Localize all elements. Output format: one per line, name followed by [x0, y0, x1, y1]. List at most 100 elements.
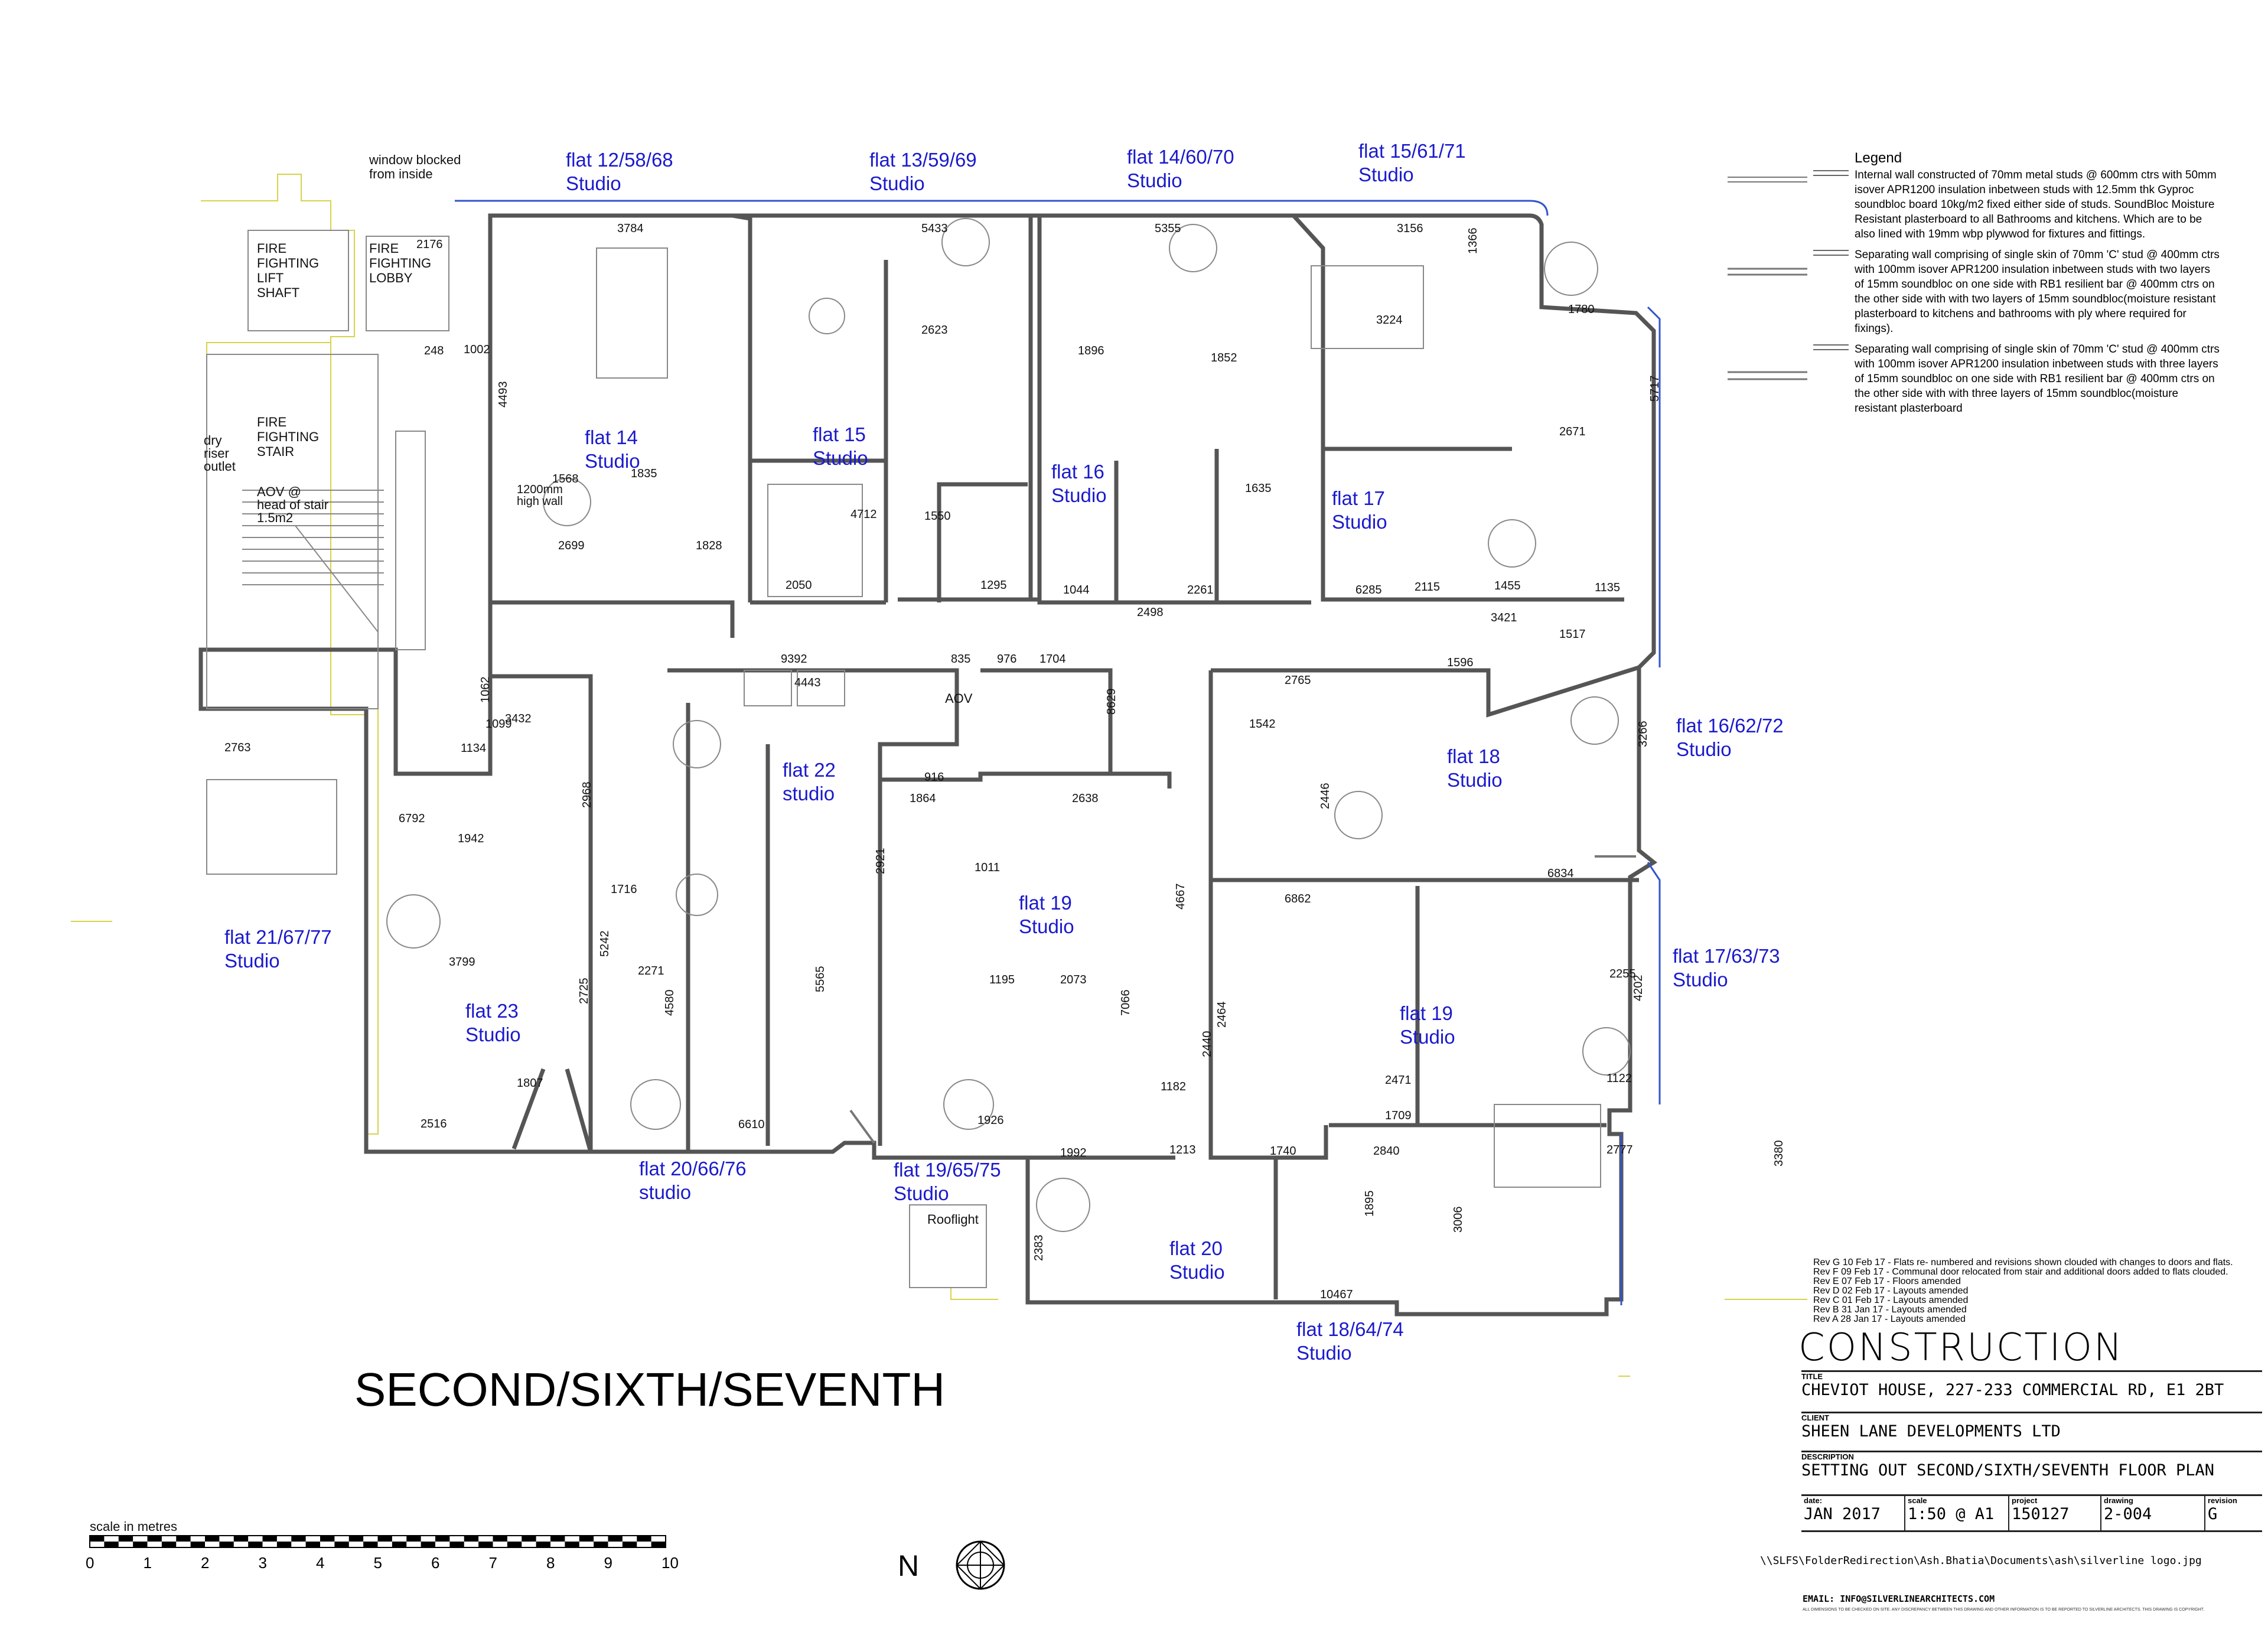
scale-segment — [622, 1542, 637, 1547]
drawing-cell: drawing 2-004 — [2101, 1496, 2205, 1530]
description-row: DESCRIPTION SETTING OUT SECOND/SIXTH/SEV… — [1801, 1451, 2262, 1480]
flat-label-type: Studio — [1673, 969, 1728, 990]
scale-tick-label: 3 — [259, 1554, 267, 1572]
flat-label-name: flat 20 — [1169, 1237, 1223, 1259]
dimension-label: 4443 — [794, 676, 821, 689]
scale-segment — [594, 1542, 608, 1547]
internal-walls — [488, 213, 1640, 1299]
scale-segment — [248, 1542, 263, 1547]
dimension-label: 976 — [997, 653, 1016, 666]
dimension-label: 2921 — [874, 848, 887, 875]
dimension-label: 2623 — [921, 324, 948, 337]
project-value: 150127 — [2012, 1505, 2070, 1523]
core-label: SHAFT — [257, 285, 299, 300]
scale-tick-label: 7 — [489, 1554, 497, 1572]
flat-label-type: Studio — [465, 1024, 521, 1045]
title-row: TITLE CHEVIOT HOUSE, 227-233 COMMERCIAL … — [1801, 1370, 2262, 1399]
flat-label-type: Studio — [224, 950, 280, 972]
scale-segment — [147, 1536, 162, 1542]
dimension-label: 5355 — [1155, 222, 1181, 235]
scale-segment — [435, 1536, 450, 1542]
title-value: CHEVIOT HOUSE, 227-233 COMMERCIAL RD, E1… — [1801, 1381, 2224, 1399]
dimension-label: 1942 — [458, 832, 484, 845]
legend-item: Separating wall comprising of single ski… — [1813, 247, 2221, 336]
dimension-label: 2255 — [1609, 967, 1636, 980]
revision-list: Rev G 10 Feb 17 - Flats re- numbered and… — [1813, 1258, 2262, 1324]
scale-segment — [320, 1536, 335, 1542]
scale-segment — [276, 1542, 292, 1547]
dimension-label: 1740 — [1270, 1145, 1296, 1158]
dimension-label: 5433 — [921, 222, 948, 235]
flat-label-name: flat 17/63/73 — [1673, 945, 1780, 967]
email-link[interactable]: EMAIL: INFO@SILVERLINEARCHITECTS.COM — [1803, 1594, 1995, 1604]
flat-label-type: Studio — [1051, 484, 1107, 506]
revision-entry: Rev C 01 Feb 17 - Layouts amended — [1813, 1295, 1969, 1305]
dimension-label: 3799 — [449, 956, 475, 969]
scale-caption: scale — [1908, 1496, 1927, 1505]
dimension-label: 6862 — [1285, 892, 1311, 905]
dimension-label: 7066 — [1119, 990, 1132, 1016]
legend-title: Legend — [1855, 150, 1902, 166]
scale-tick-label: 0 — [86, 1554, 94, 1572]
flat-label-name: flat 16 — [1051, 461, 1104, 483]
revision-caption: revision — [2208, 1496, 2237, 1505]
description-caption: DESCRIPTION — [1801, 1452, 1854, 1461]
flat-label-type: Studio — [1127, 170, 1182, 191]
flat-label-type: studio — [639, 1181, 691, 1203]
core-label: LOBBY — [369, 271, 413, 285]
date-caption: date: — [1804, 1496, 1823, 1505]
core-label: 1.5m2 — [257, 510, 293, 525]
dimension-label: 1195 — [989, 973, 1015, 986]
flat-label-name: flat 19/65/75 — [894, 1159, 1001, 1181]
scale-segment — [565, 1542, 579, 1547]
scale-tick-label: 5 — [374, 1554, 382, 1572]
drawing-heading: SECOND/SIXTH/SEVENTH — [354, 1363, 945, 1416]
scale-value: 1:50 @ A1 — [1908, 1505, 1995, 1523]
scale-segment — [205, 1536, 220, 1542]
dimension-label: 2516 — [421, 1117, 447, 1130]
dimension-label: 4667 — [1174, 884, 1187, 910]
flat-label-type: Studio — [1019, 915, 1074, 937]
dimension-label: 2261 — [1187, 584, 1214, 597]
flat-label-type: Studio — [566, 172, 621, 194]
aov-label: AOV — [945, 691, 973, 706]
dimension-label: 1635 — [1245, 482, 1272, 495]
scale-segment — [651, 1542, 666, 1547]
core-label: dry — [204, 433, 222, 448]
flat-label-type: Studio — [1676, 738, 1732, 760]
north-arrow-icon: N — [898, 1540, 1005, 1590]
scale-tick-label: 10 — [662, 1554, 679, 1572]
drawing-value: 2-004 — [2104, 1505, 2152, 1523]
scale-frame — [89, 1535, 666, 1548]
scale-cell: scale 1:50 @ A1 — [1905, 1496, 2009, 1530]
dimension-label: 1835 — [631, 467, 657, 480]
dimension-label: 1062 — [479, 677, 492, 703]
dimension-label: 2176 — [416, 238, 443, 251]
note-line: high wall — [517, 495, 563, 508]
title-caption: TITLE — [1801, 1372, 1823, 1381]
dimension-label: 1099 — [485, 718, 512, 731]
dimension-label: 2763 — [224, 741, 251, 754]
flat-label-name: flat 18 — [1447, 745, 1500, 767]
note-line: window blocked — [369, 152, 461, 167]
fire-core — [206, 230, 449, 709]
flat-label-name: flat 18/64/74 — [1296, 1318, 1404, 1340]
legend: Legend Internal wall constructed of 70mm… — [1813, 151, 2221, 422]
revision-entry: Rev B 31 Jan 17 - Layouts amended — [1813, 1305, 1967, 1315]
project-caption: project — [2012, 1496, 2038, 1505]
dimension-label: 6834 — [1547, 867, 1574, 880]
dimension-label: 4202 — [1632, 975, 1645, 1002]
dimension-label: 1295 — [980, 579, 1007, 592]
scale-tick-label: 9 — [604, 1554, 612, 1572]
scale-segment — [133, 1542, 148, 1547]
flat-label-name: flat 19 — [1019, 892, 1072, 914]
dimension-label: 1455 — [1494, 579, 1521, 592]
dimension-label: 2440 — [1201, 1031, 1214, 1058]
dimension-label: 1926 — [977, 1114, 1004, 1127]
dimension-label: 1864 — [910, 792, 936, 805]
dimension-label: 3432 — [505, 712, 532, 725]
dimension-label: 1852 — [1211, 351, 1237, 364]
core-label: head of stair — [257, 497, 328, 512]
dimension-label: 6610 — [738, 1118, 765, 1131]
